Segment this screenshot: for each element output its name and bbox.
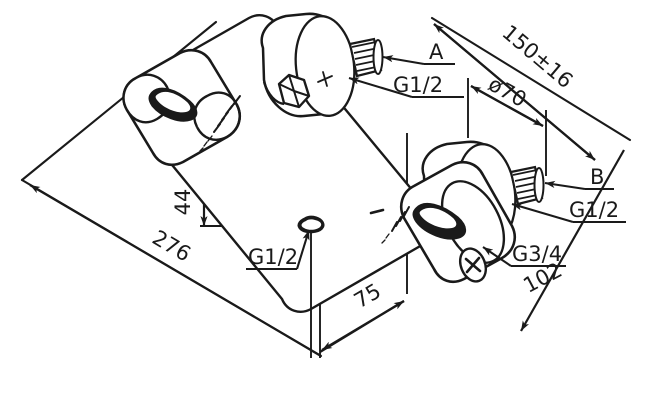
leader-thread-outlet: G1/2: [246, 229, 311, 271]
leader-thread-hose: G3/4: [482, 242, 566, 268]
threaded-nipple-a: [348, 37, 384, 78]
threaded-nipple-b: [509, 165, 545, 206]
temperature-handle: [122, 49, 241, 166]
callout-thread-b-label: G1/2: [569, 198, 619, 222]
leader-thread-a: G1/2: [348, 73, 464, 99]
leader-port-b: B: [544, 165, 614, 191]
callout-port-b-label: B: [590, 165, 604, 189]
bottom-outlet: [297, 215, 325, 358]
dimension-44-label: 44: [171, 189, 195, 216]
leader-thread-b: G1/2: [511, 198, 626, 224]
callout-thread-a-label: G1/2: [393, 73, 443, 97]
leader-port-a: A: [382, 40, 455, 66]
callout-port-a-label: A: [429, 40, 444, 64]
callout-thread-hose-label: G3/4: [512, 242, 562, 266]
inlet-assembly-a: [260, 12, 384, 118]
callout-thread-outlet-label: G1/2: [248, 245, 298, 269]
dimension-276-label: 276: [148, 225, 195, 266]
